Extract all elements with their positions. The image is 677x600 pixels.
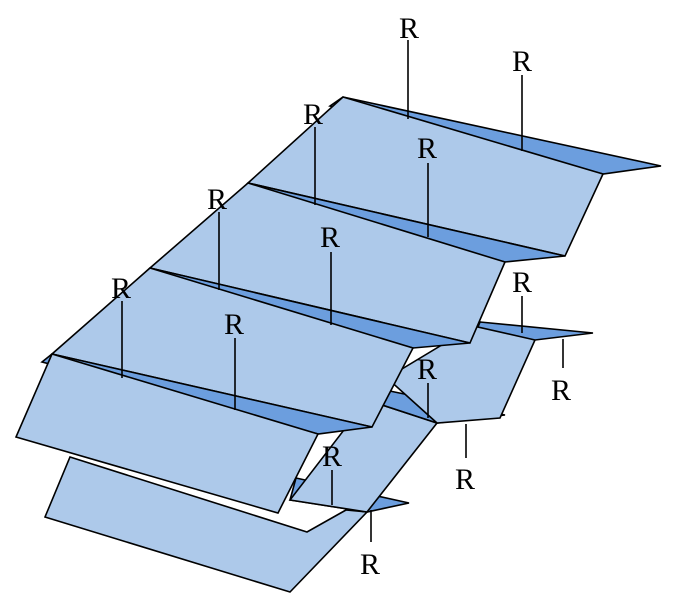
r-label: R <box>111 272 131 305</box>
front-sheet <box>14 96 662 514</box>
r-label: R <box>224 308 244 341</box>
r-label: R <box>322 440 342 473</box>
r-label: R <box>455 463 475 496</box>
r-labels: R R R R R R R R R R R R R R <box>111 12 571 581</box>
r-label: R <box>551 374 571 407</box>
r-substituent-sticks <box>121 40 564 542</box>
r-label: R <box>320 221 340 254</box>
r-label: R <box>417 132 437 165</box>
r-label: R <box>417 353 437 386</box>
r-label: R <box>512 45 532 78</box>
r-label: R <box>303 98 323 131</box>
back-sheet <box>43 321 594 593</box>
front-sheet-light-face <box>14 353 320 514</box>
r-label: R <box>399 12 419 45</box>
r-label: R <box>360 548 380 581</box>
r-label: R <box>512 266 532 299</box>
back-sheet-dark-strip <box>476 321 594 341</box>
r-label: R <box>207 183 227 216</box>
